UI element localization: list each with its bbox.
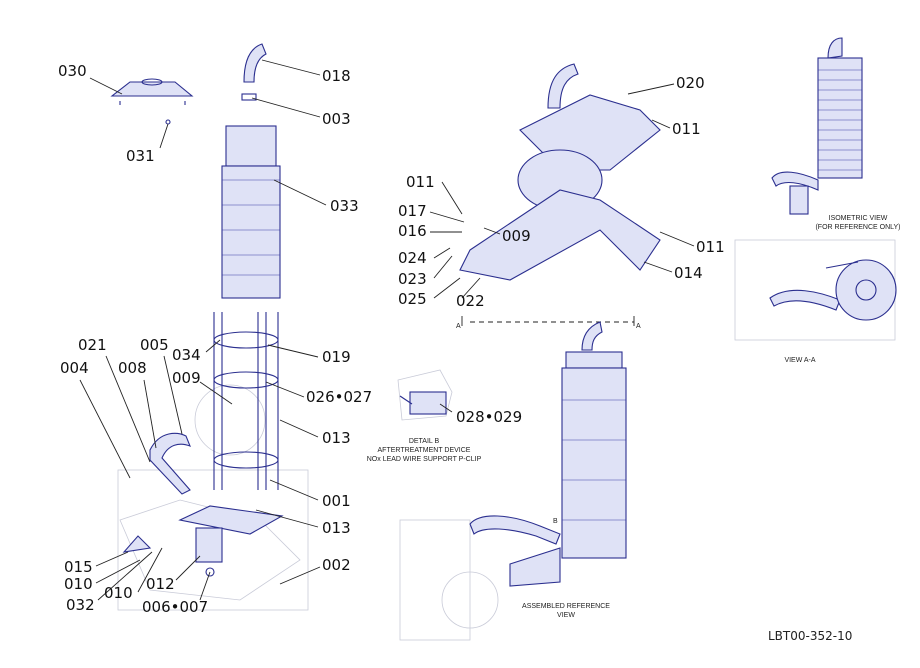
callout-020: 020 bbox=[676, 74, 705, 92]
callout-025: 025 bbox=[398, 290, 427, 308]
callout-008: 008 bbox=[118, 359, 147, 377]
callout-012: 012 bbox=[146, 575, 175, 593]
background-machinery bbox=[117, 239, 896, 641]
isometric-view-title: ISOMETRIC VIEW bbox=[829, 215, 888, 222]
assembled-view-title: ASSEMBLED REFERENCE bbox=[522, 603, 610, 610]
isometric-view bbox=[771, 37, 863, 215]
notes: DETAIL B AFTERTREATMENT DEVICE NOx LEAD … bbox=[367, 215, 901, 643]
callout-011-right: 011 bbox=[696, 238, 725, 256]
callout-028-029: 028•029 bbox=[456, 408, 522, 426]
isometric-view-subtitle: (FOR REFERENCE ONLY) bbox=[815, 224, 900, 231]
detail-b-description: NOx LEAD WIRE SUPPORT P-CLIP bbox=[367, 456, 482, 463]
view-a-a bbox=[769, 259, 897, 321]
callout-026-027: 026•027 bbox=[306, 388, 372, 406]
callout-006-007: 006•007 bbox=[142, 598, 208, 616]
detail-b-subtitle: AFTERTREATMENT DEVICE bbox=[378, 447, 471, 454]
callout-010-right: 010 bbox=[104, 584, 133, 602]
callout-013-upper: 013 bbox=[322, 429, 351, 447]
callout-009-left: 009 bbox=[172, 369, 201, 387]
callout-031: 031 bbox=[126, 147, 155, 165]
callout-labels: 030 031 018 003 033 034 019 026•027 013 … bbox=[58, 62, 725, 616]
callout-017: 017 bbox=[398, 202, 427, 220]
detail-marker-b: B bbox=[553, 518, 558, 525]
section-marker-a-right: A bbox=[636, 323, 641, 330]
callout-019: 019 bbox=[322, 348, 351, 366]
callout-004: 004 bbox=[60, 359, 89, 377]
callout-023: 023 bbox=[398, 270, 427, 288]
callout-005: 005 bbox=[140, 336, 169, 354]
callout-030: 030 bbox=[58, 62, 87, 80]
callout-021: 021 bbox=[78, 336, 107, 354]
leader-lines bbox=[79, 59, 695, 601]
callout-015: 015 bbox=[64, 558, 93, 576]
assembled-view-subtitle: VIEW bbox=[557, 612, 575, 619]
exploded-view bbox=[110, 43, 284, 577]
drawing-code: LBT00-352-10 bbox=[768, 629, 852, 643]
top-view bbox=[459, 63, 661, 326]
callout-013-lower: 013 bbox=[322, 519, 351, 537]
view-a-a-title: VIEW A-A bbox=[784, 357, 815, 364]
callout-011-left: 011 bbox=[406, 173, 435, 191]
callout-014: 014 bbox=[674, 264, 703, 282]
callout-034: 034 bbox=[172, 346, 201, 364]
callout-016: 016 bbox=[398, 222, 427, 240]
callout-010-left: 010 bbox=[64, 575, 93, 593]
callout-002: 002 bbox=[322, 556, 351, 574]
callout-032: 032 bbox=[66, 596, 95, 614]
detail-b-title: DETAIL B bbox=[409, 438, 440, 445]
callout-018: 018 bbox=[322, 67, 351, 85]
section-marker-a-left: A bbox=[456, 323, 461, 330]
callout-001: 001 bbox=[322, 492, 351, 510]
detail-b bbox=[397, 369, 453, 421]
callout-024: 024 bbox=[398, 249, 427, 267]
callout-003: 003 bbox=[322, 110, 351, 128]
callout-033: 033 bbox=[330, 197, 359, 215]
callout-011-top: 011 bbox=[672, 120, 701, 138]
callout-009-center: 009 bbox=[502, 227, 531, 245]
callout-022: 022 bbox=[456, 292, 485, 310]
assembled-view bbox=[469, 321, 627, 587]
